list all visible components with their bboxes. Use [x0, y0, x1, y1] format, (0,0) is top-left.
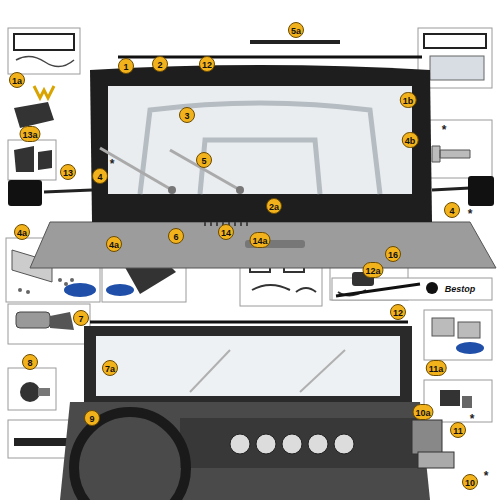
- asterisk-note: *: [442, 124, 447, 136]
- callout-number: 10a: [412, 404, 433, 420]
- callout-number: 12: [390, 304, 406, 320]
- callout-number: 11a: [426, 360, 447, 376]
- callout-number: 12a: [362, 262, 383, 278]
- callout-number: 4a: [106, 236, 122, 252]
- callout-number: 5: [196, 152, 212, 168]
- brand-logo-text: Bestop: [445, 284, 476, 294]
- callout-number: 1b: [400, 92, 417, 108]
- callout-number: 16: [385, 246, 401, 262]
- callout-number: 9: [84, 410, 100, 426]
- callout-number: 6: [168, 228, 184, 244]
- callout-number: 10: [462, 474, 478, 490]
- callout-number: 4: [444, 202, 460, 218]
- callout-number: 12: [199, 56, 215, 72]
- callout-number: 4: [92, 168, 108, 184]
- callout-number: 11: [450, 422, 466, 438]
- asterisk-note: *: [468, 208, 473, 220]
- callout-number: 14: [218, 224, 234, 240]
- callout-number: 4b: [402, 132, 419, 148]
- callout-number: 7a: [102, 360, 118, 376]
- callout-number: 14a: [249, 232, 270, 248]
- asterisk-note: *: [484, 470, 489, 482]
- callout-number: 1: [118, 58, 134, 74]
- callout-number: 1a: [9, 72, 25, 88]
- callout-number: 5a: [288, 22, 304, 38]
- callout-number: 2a: [266, 198, 282, 214]
- callout-number: 4a: [14, 224, 30, 240]
- callout-number: 8: [22, 354, 38, 370]
- callout-number: 2: [152, 56, 168, 72]
- callout-number: 13: [60, 164, 76, 180]
- asterisk-note: *: [470, 413, 475, 425]
- callout-number: 3: [179, 107, 195, 123]
- callout-number: 13a: [19, 126, 40, 142]
- callout-number: 7: [73, 310, 89, 326]
- asterisk-note: *: [110, 158, 115, 170]
